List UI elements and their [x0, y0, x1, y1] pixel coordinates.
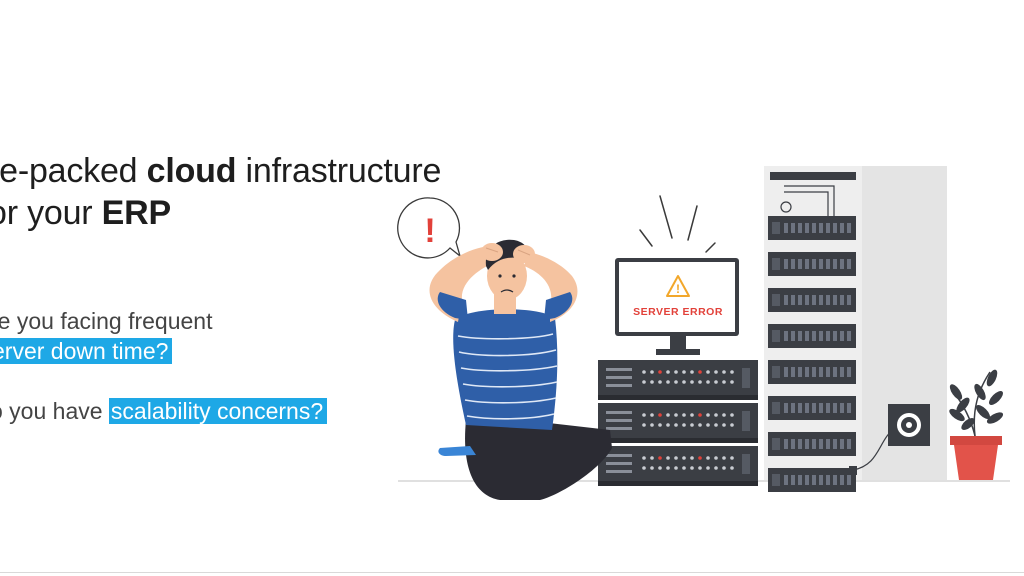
question-list: re you facing frequent erver down time? … [0, 306, 328, 426]
question-downtime-highlight: erver down time? [0, 338, 173, 364]
question-scalability-text: o you have [0, 398, 109, 424]
question-scalability-highlight: scalability concerns? [108, 398, 328, 424]
headline-text: or your [0, 194, 93, 232]
rack-server-unit [598, 446, 758, 486]
tower-drive-unit [768, 288, 856, 312]
tower-drive-unit [768, 252, 856, 276]
headline-text: re-packed [0, 152, 147, 190]
tower-drive-unit [768, 216, 856, 240]
question-downtime-text: re you facing frequent [0, 308, 213, 334]
headline-line-1: re-packed cloud infrastructure [0, 150, 548, 192]
divider [0, 572, 1024, 573]
headline: re-packed cloud infrastructure or your E… [0, 150, 548, 234]
headline-bold-cloud: cloud [146, 152, 237, 190]
tower-drive-unit [768, 324, 856, 348]
potted-plant [949, 369, 1004, 480]
stress-lines [639, 195, 716, 253]
tower-drive-unit [768, 432, 856, 456]
alert-bubble: ! [397, 197, 462, 259]
warning-triangle-icon: ! [676, 282, 680, 296]
rack-server-unit [598, 360, 758, 400]
fan-box [849, 404, 930, 475]
stressed-person [429, 239, 612, 500]
error-monitor: ! SERVER ERROR [615, 258, 739, 355]
rack-server-unit [598, 403, 758, 443]
question-scalability: o you have scalability concerns? [0, 396, 328, 426]
headline-bold-erp: ERP [101, 194, 172, 232]
headline-line-2: or your ERP [0, 192, 548, 234]
tower-drive-unit [768, 396, 856, 420]
alert-exclamation-icon: ! [424, 212, 435, 250]
headline-text: infrastructure [236, 152, 442, 190]
server-tower-units [768, 216, 856, 492]
tower-drive-unit [768, 468, 856, 492]
monitor-error-text: SERVER ERROR [633, 306, 723, 318]
tower-drive-unit [768, 360, 856, 384]
rack-servers [598, 360, 758, 486]
question-downtime: re you facing frequent erver down time? [0, 306, 327, 366]
